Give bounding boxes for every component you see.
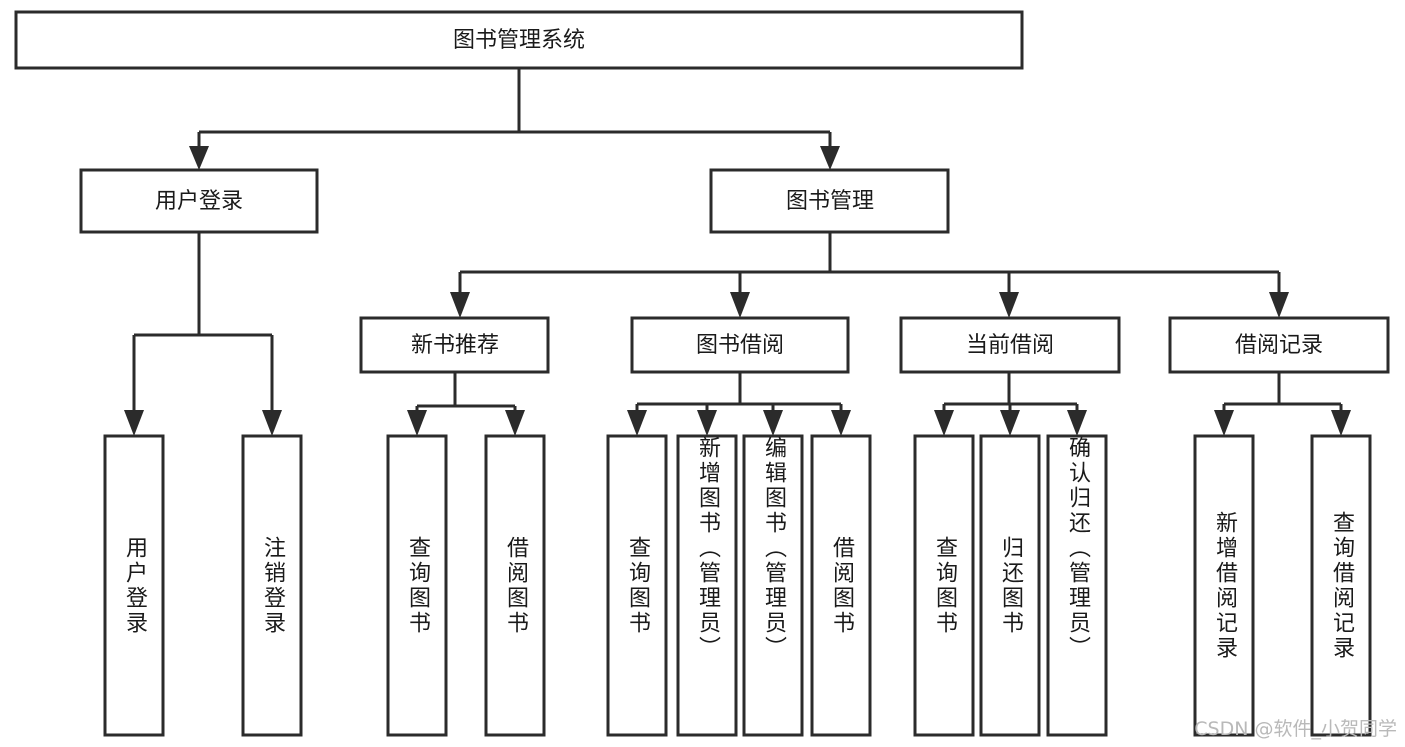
arrow-head-icon bbox=[730, 292, 750, 318]
node-current-borrow-label: 当前借阅 bbox=[966, 333, 1054, 358]
node-book-borrow[interactable]: 图书借阅 bbox=[630, 316, 850, 374]
leaf-box-rec-query2[interactable] bbox=[1310, 434, 1372, 737]
connector-userlogin-to-leaves bbox=[124, 232, 282, 436]
arrow-head-icon bbox=[407, 410, 427, 436]
node-book-manage-label: 图书管理 bbox=[786, 189, 874, 214]
arrow-head-icon bbox=[627, 410, 647, 436]
leaf-box-rec-query[interactable] bbox=[386, 434, 448, 737]
arrow-head-icon bbox=[999, 292, 1019, 318]
node-root[interactable]: 图书管理系统 bbox=[14, 10, 1024, 70]
leaf-box-cur-query[interactable] bbox=[913, 434, 975, 737]
arrow-head-icon bbox=[1214, 410, 1234, 436]
arrow-head-icon bbox=[124, 410, 144, 436]
node-borrow-record-box[interactable] bbox=[1168, 316, 1390, 374]
node-current-borrow-box[interactable] bbox=[899, 316, 1121, 374]
arrow-head-icon bbox=[697, 410, 717, 436]
arrow-head-icon bbox=[189, 146, 209, 170]
connector-bookmanage-to-level3 bbox=[450, 232, 1289, 318]
leaf-box-cur-return[interactable] bbox=[979, 434, 1041, 737]
node-root-label: 图书管理系统 bbox=[453, 28, 585, 53]
node-borrow-record-label: 借阅记录 bbox=[1235, 333, 1323, 358]
node-new-book-rec-label: 新书推荐 bbox=[411, 333, 499, 358]
connector-root-to-level2 bbox=[189, 68, 840, 170]
leaf-box-borrow-add[interactable] bbox=[676, 434, 738, 737]
connector-bookborrow-to-leaves bbox=[627, 372, 851, 436]
node-user-login-box[interactable] bbox=[79, 168, 319, 234]
arrow-head-icon bbox=[820, 146, 840, 170]
leaf-box-cur-confirm[interactable] bbox=[1046, 434, 1108, 737]
leaf-box-user-login[interactable] bbox=[103, 434, 165, 737]
arrow-head-icon bbox=[505, 410, 525, 436]
leaf-box-borrow-query[interactable] bbox=[606, 434, 668, 737]
node-root-box[interactable] bbox=[14, 10, 1024, 70]
node-book-manage-box[interactable] bbox=[709, 168, 950, 234]
leaf-box-borrow-edit[interactable] bbox=[742, 434, 804, 737]
connector-newbook-to-leaves bbox=[407, 372, 525, 436]
arrow-head-icon bbox=[1067, 410, 1087, 436]
node-borrow-record[interactable]: 借阅记录 bbox=[1168, 316, 1390, 374]
node-new-book-rec-box[interactable] bbox=[359, 316, 550, 374]
arrow-head-icon bbox=[450, 292, 470, 318]
node-book-borrow-label: 图书借阅 bbox=[696, 333, 784, 358]
arrow-head-icon bbox=[1269, 292, 1289, 318]
node-book-manage[interactable]: 图书管理 bbox=[709, 168, 950, 234]
leaf-box-rec-borrow[interactable] bbox=[484, 434, 546, 737]
leaf-box-rec-add[interactable] bbox=[1193, 434, 1255, 737]
node-new-book-rec[interactable]: 新书推荐 bbox=[359, 316, 550, 374]
arrow-head-icon bbox=[1000, 410, 1020, 436]
node-user-login[interactable]: 用户登录 bbox=[79, 168, 319, 234]
arrow-head-icon bbox=[831, 410, 851, 436]
arrow-head-icon bbox=[763, 410, 783, 436]
connector-borrowrecord-to-leaves bbox=[1214, 372, 1351, 436]
leaf-box-borrow-lend[interactable] bbox=[810, 434, 872, 737]
node-user-login-label: 用户登录 bbox=[155, 189, 243, 214]
arrow-head-icon bbox=[1331, 410, 1351, 436]
node-book-borrow-box[interactable] bbox=[630, 316, 850, 374]
arrow-head-icon bbox=[262, 410, 282, 436]
leaf-box-user-logout[interactable] bbox=[241, 434, 303, 737]
connector-currentborrow-to-leaves bbox=[934, 372, 1087, 436]
arrow-head-icon bbox=[934, 410, 954, 436]
node-current-borrow[interactable]: 当前借阅 bbox=[899, 316, 1121, 374]
